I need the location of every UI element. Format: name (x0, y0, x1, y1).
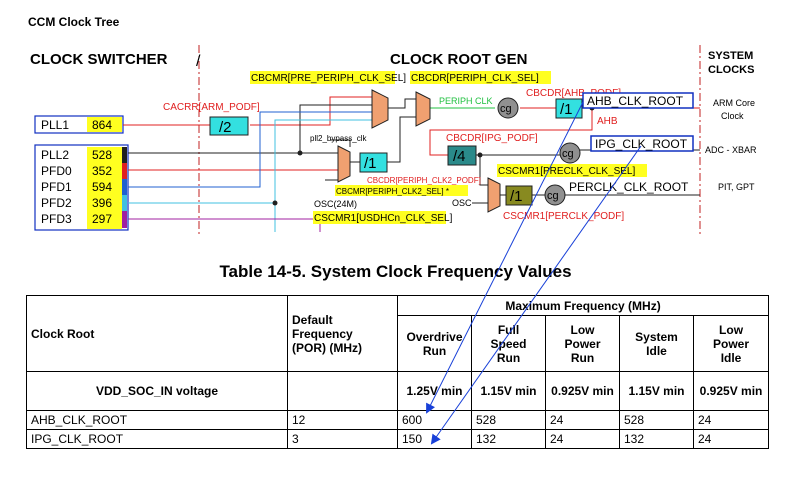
pre-periph-mux (371, 89, 389, 129)
arm-divider: /2 (209, 116, 249, 136)
ipg-clk-root-label: IPG_CLK_ROOT (595, 137, 688, 151)
system-clock-adc: ADC - XBAR (705, 145, 757, 155)
row-default: 3 (287, 429, 398, 449)
label-perclk-sel: CSCMR1[PRECLK_CLK_SEL] (498, 166, 635, 177)
row-value: 528 (471, 410, 546, 430)
label-arm-podf: CACRR[ARM_PODF] (163, 102, 260, 113)
cg-label: cg (500, 103, 512, 115)
label-ipg-podf: CBCDR[IPG_PODF] (446, 133, 538, 144)
label-ahb-podf: CBCDR[AHB_PODF] (526, 88, 621, 99)
label-periph-clk2-podf: CBCDR[PERIPH_CLK2_PODF] (367, 176, 481, 185)
pfd1-value: 594 (92, 180, 112, 194)
label-pre-periph-sel: CBCMR[PRE_PERIPH_CLK_SEL] (251, 73, 406, 84)
section-system-clocks-1: SYSTEM (708, 50, 753, 62)
label-periph-clk: PERIPH CLK (439, 96, 493, 106)
ahb-divider-value: /1 (560, 101, 573, 118)
ipg-divider: /4 (447, 145, 477, 166)
row-value: 528 (619, 410, 694, 430)
label-pll2-bypass: pll2_bypass_clk (310, 134, 367, 143)
table-row: IPG_CLK_ROOT 3 150 132 24 132 24 (26, 429, 770, 449)
cg-label: cg (562, 148, 574, 160)
row-value: 24 (545, 410, 620, 430)
pfd2-value: 396 (92, 196, 112, 210)
pll2-pfd-inputs: PLL2 528 PFD0 352 PFD1 594 PFD2 396 PFD3… (34, 144, 129, 231)
cg-gate-perclk: cg (544, 184, 566, 206)
pfd0-name: PFD0 (41, 164, 72, 178)
perclk-mux (487, 177, 501, 213)
pll2-name: PLL2 (41, 148, 69, 162)
system-clock-arm-1: ARM Core (713, 98, 755, 108)
pfd3-name: PFD3 (41, 212, 72, 226)
ahb-clk-root: AHB_CLK_ROOT (582, 92, 694, 109)
row-name: AHB_CLK_ROOT (26, 410, 288, 430)
ipg-divider-value: /4 (453, 148, 466, 165)
pfd2-name: PFD2 (41, 196, 72, 210)
periph-clk2-divider: /1 (359, 152, 388, 173)
row-value: 24 (692, 410, 770, 430)
row-value: 24 (692, 429, 770, 449)
pfd1-name: PFD1 (41, 180, 72, 194)
perclk-clk-root-label: PERCLK_CLK_ROOT (569, 180, 689, 194)
clock-tree-diagram: CCM Clock Tree CLOCK SWITCHER CLOCK ROOT… (28, 15, 757, 235)
section-system-clocks-2: CLOCKS (708, 64, 754, 76)
pfd0-value: 352 (92, 164, 112, 178)
cg-gate-ahb: cg (497, 97, 519, 119)
system-clock-pit: PIT, GPT (718, 182, 755, 192)
section-clock-switcher: CLOCK SWITCHER (30, 51, 168, 68)
table-title: Table 14-5. System Clock Frequency Value… (219, 262, 572, 281)
cg-gate-ipg: cg (559, 142, 581, 164)
header-clock-root: Clock Root (26, 295, 288, 372)
row-value: 150 (397, 429, 472, 449)
periph-clk2-divider-value: /1 (364, 155, 377, 172)
header-max-frequency: Maximum Frequency (MHz) (396, 295, 770, 316)
row-default: 12 (287, 410, 398, 430)
row-value: 24 (545, 429, 620, 449)
label-osc24m: OSC(24M) (314, 199, 357, 209)
voltage-label: VDD_SOC_IN voltage (26, 371, 288, 411)
ipg-clk-root: IPG_CLK_ROOT (590, 135, 694, 152)
perclk-divider-value: /1 (510, 188, 523, 205)
diagram-title: CCM Clock Tree (28, 15, 120, 29)
label-usdhc-sel: CSCMR1[USDHCn_CLK_SEL] (314, 213, 453, 224)
header-default-frequency: Default Frequency (POR) (MHz) (287, 295, 398, 372)
row-value: 600 (397, 410, 472, 430)
ahb-divider: /1 (555, 98, 583, 119)
slash-mark: / (196, 53, 201, 70)
arm-divider-value: /2 (219, 119, 232, 136)
periph-mux (415, 91, 431, 127)
section-clock-root-gen: CLOCK ROOT GEN (390, 51, 528, 68)
voltage-default (287, 371, 398, 411)
frequency-table: Clock Root Default Frequency (POR) (MHz)… (26, 295, 770, 449)
row-value: 132 (619, 429, 694, 449)
voltage-value: 1.25V min (397, 371, 472, 411)
periph-clk2-mux (337, 145, 351, 183)
cg-label: cg (547, 190, 559, 202)
pll1-input: PLL1 864 (34, 115, 124, 134)
voltage-value: 0.925V min (692, 371, 770, 411)
label-periph-clk2-sel: CBCMR[PERIPH_CLK2_SEL] * (336, 187, 449, 196)
pll1-name: PLL1 (41, 118, 69, 132)
row-value: 132 (471, 429, 546, 449)
pll1-value: 864 (92, 118, 112, 132)
label-periph-sel: CBCDR[PERIPH_CLK_SEL] (411, 73, 539, 84)
voltage-value: 0.925V min (545, 371, 620, 411)
label-perclk-podf: CSCMR1[PERCLK_PODF] (503, 211, 624, 222)
perclk-divider: /1 (505, 185, 533, 206)
ahb-clk-root-label: AHB_CLK_ROOT (587, 94, 684, 108)
pfd3-value: 297 (92, 212, 112, 226)
label-osc: OSC (452, 198, 472, 208)
voltage-value: 1.15V min (619, 371, 694, 411)
voltage-row: VDD_SOC_IN voltage 1.25V min 1.15V min 0… (26, 371, 770, 411)
voltage-value: 1.15V min (471, 371, 546, 411)
table-row: AHB_CLK_ROOT 12 600 528 24 528 24 (26, 410, 770, 430)
label-ahb-signal: AHB (597, 116, 618, 127)
pll2-value: 528 (92, 148, 112, 162)
row-name: IPG_CLK_ROOT (26, 429, 288, 449)
system-clock-arm-2: Clock (721, 111, 744, 121)
